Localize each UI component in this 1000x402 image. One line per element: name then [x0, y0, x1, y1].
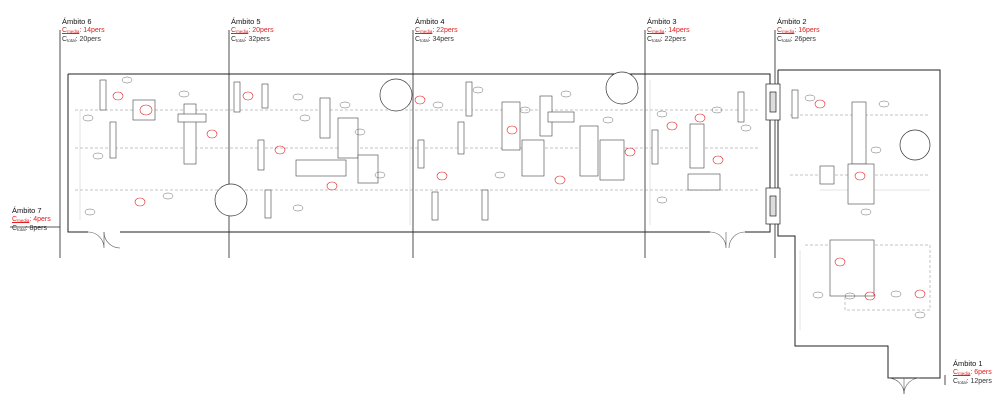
ambito-3-label: Ámbito 3 Cmedia: 14pers Ctotal: 22pers: [647, 17, 690, 44]
ambito-3-c-total: Ctotal: 22pers: [647, 36, 686, 43]
ambito-5-title: Ámbito 5: [231, 17, 261, 26]
ambito-1-c-media: Cmedia: 6pers: [953, 369, 992, 376]
ambito-2-title: Ámbito 2: [777, 17, 807, 26]
ambito-5-c-total: Ctotal: 32pers: [231, 36, 270, 43]
ambito-7-label: Ámbito 7 Cmedia: 4pers Ctotal: 8pers: [12, 206, 51, 233]
door-swings: [87, 231, 921, 395]
round-tables: [214, 71, 931, 217]
ambito-2-label: Ámbito 2 Cmedia: 16pers Ctotal: 26pers: [777, 17, 820, 44]
ambito-4-title: Ámbito 4: [415, 17, 445, 26]
chairs: [82, 76, 926, 319]
ambito-1-label: Ámbito 1 Cmedia: 6pers Ctotal: 12pers: [953, 359, 992, 386]
building-outline: [67, 69, 941, 379]
ambito-4-label: Ámbito 4 Cmedia: 22pers Ctotal: 34pers: [415, 17, 458, 44]
ambito-2-c-media: Cmedia: 16pers: [777, 27, 820, 34]
ambito-5-label: Ámbito 5 Cmedia: 20pers Ctotal: 32pers: [231, 17, 274, 44]
ambito-7-c-media: Cmedia: 4pers: [12, 216, 51, 223]
ambito-6-title: Ámbito 6: [62, 17, 92, 26]
ambito-6-label: Ámbito 6 Cmedia: 14pers Ctotal: 20pers: [62, 17, 105, 44]
ambito-7-c-total: Ctotal: 8pers: [12, 225, 47, 232]
ambito-4-c-media: Cmedia: 22pers: [415, 27, 458, 34]
ambito-6-c-total: Ctotal: 20pers: [62, 36, 101, 43]
ambito-3-title: Ámbito 3: [647, 17, 677, 26]
ambito-5-c-media: Cmedia: 20pers: [231, 27, 274, 34]
ambito-7-title: Ámbito 7: [12, 206, 42, 215]
wall-piers: [765, 83, 781, 225]
ambito-2-c-total: Ctotal: 26pers: [777, 36, 816, 43]
ambito-1-title: Ámbito 1: [953, 359, 983, 368]
ambito-divider-lines: [10, 30, 946, 385]
ambito-4-c-total: Ctotal: 34pers: [415, 36, 454, 43]
red-chairs: [112, 91, 926, 301]
furniture-pieces: [99, 79, 875, 297]
guide-lines: [79, 80, 930, 330]
ambito-6-c-media: Cmedia: 14pers: [62, 27, 105, 34]
ambito-3-c-media: Cmedia: 14pers: [647, 27, 690, 34]
ambito-1-c-total: Ctotal: 12pers: [953, 378, 992, 385]
